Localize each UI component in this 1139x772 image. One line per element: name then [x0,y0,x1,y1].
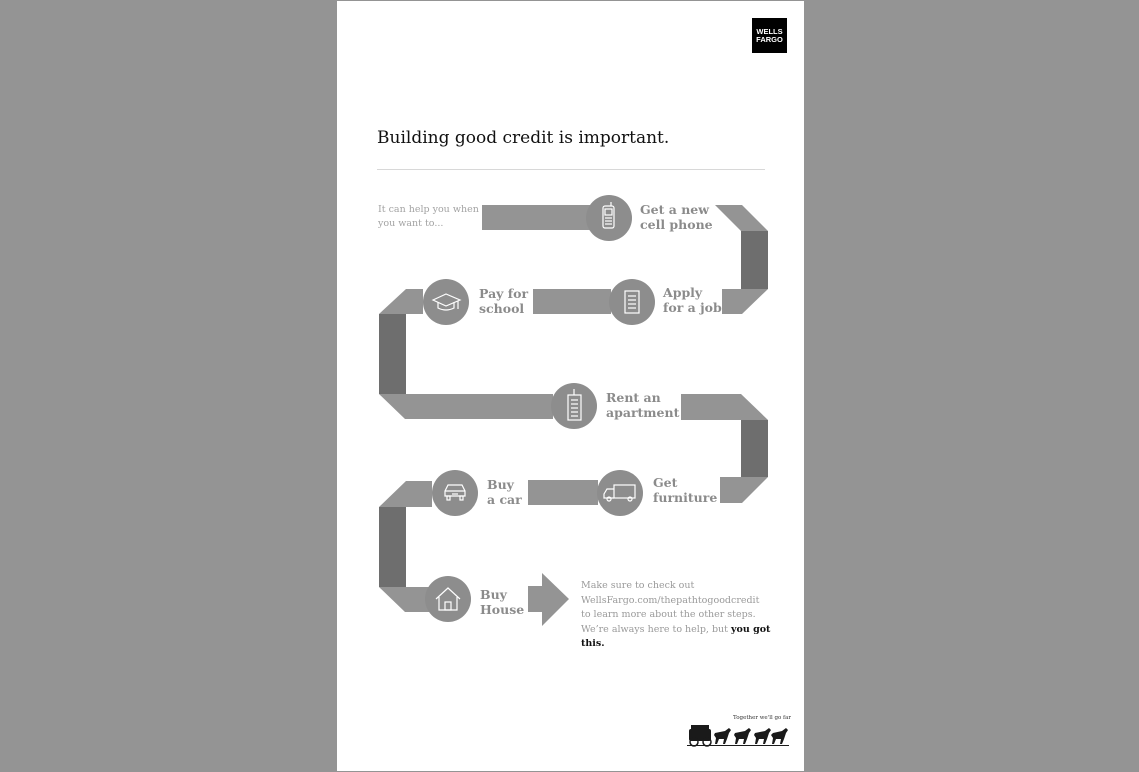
credit-path-diagram [379,195,768,626]
cta-line-1: Make sure to check out [581,580,695,591]
cell-phone-icon [602,202,615,229]
document-icon [624,290,640,314]
path-segment-4 [379,480,598,612]
closing-message: Make sure to check out WellsFargo.com/th… [581,579,796,652]
step-label-house: Buy House [480,587,525,617]
arrow-right-icon [528,573,569,626]
step-circle-furniture [597,470,643,516]
cta-line-4: We’re always here to help, but [581,623,731,635]
poster-page: WELLS FARGO Building good credit is impo… [337,1,804,771]
step-label-job: Apply for a job [663,285,722,315]
logo-line-2: FARGO [756,34,783,44]
wells-fargo-logo: WELLS FARGO [752,18,787,53]
step-label-car: Buy a car [487,477,522,507]
car-icon [444,484,466,501]
logo-line-1: WELLS [756,26,783,36]
step-circle-car [432,470,478,516]
house-icon [435,587,461,611]
stagecoach-logo [687,725,789,747]
brand-tagline: Together we'll go far [733,715,791,721]
step-label-apartment: Rent an apartment [606,390,680,420]
intro-text: It can help you when you want to... [378,204,479,229]
step-circle-job [609,279,655,325]
step-label-furniture: Get furniture [653,475,718,505]
step-circle-cell-phone [586,195,632,241]
cta-emphasis: you got this. [581,623,771,650]
page-title: Building good credit is important. [377,128,670,148]
step-label-school: Pay for school [479,286,529,316]
cta-line-3: to learn more about the other steps. [581,609,756,620]
step-label-cell-phone: Get a new cell phone [640,202,713,232]
graduation-cap-icon [431,293,462,311]
path-segment-3 [681,394,768,503]
delivery-truck-icon [603,484,636,502]
cta-url: WellsFargo.com/thepathtogoodcredit [581,594,760,606]
step-circle-apartment [551,383,597,429]
step-circle-house [425,576,471,622]
path-segment-2 [379,289,611,419]
apartment-building-icon [567,389,582,421]
divider [377,169,765,170]
step-circle-school [423,279,469,325]
